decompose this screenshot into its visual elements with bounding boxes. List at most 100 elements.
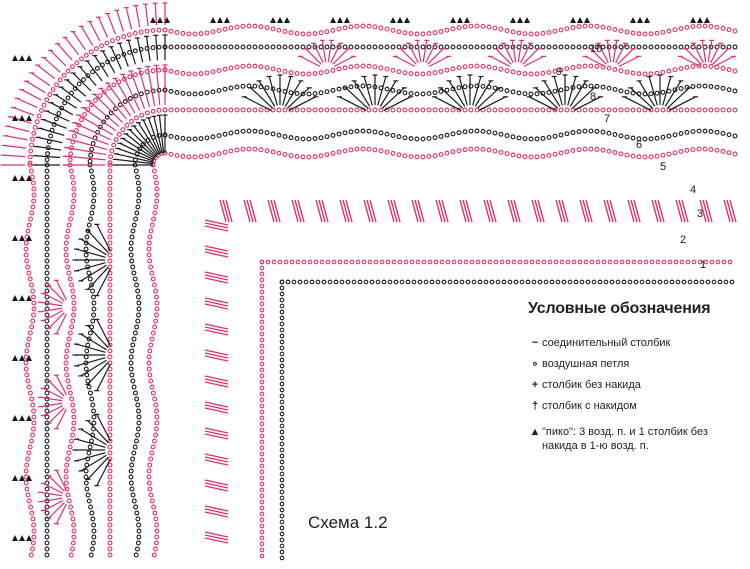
chain-stitch-mark [128, 360, 134, 366]
stitch-mark [543, 80, 561, 107]
chain-stitch-mark [259, 331, 265, 337]
chain-stitch-mark [44, 276, 50, 282]
chain-stitch-mark [70, 432, 76, 438]
chain-stitch-mark [462, 44, 468, 50]
row-number: 9 [556, 66, 562, 78]
chain-stitch-mark [684, 24, 690, 30]
chain-stitch-mark [210, 69, 216, 75]
chain-stitch-mark [71, 300, 77, 306]
stitch-mark [489, 55, 511, 67]
chain-stitch-mark [128, 240, 134, 246]
chain-stitch-mark [420, 44, 426, 50]
stitch-mark [345, 199, 353, 223]
chain-stitch-mark [438, 134, 444, 139]
chain-stitch-mark [732, 107, 738, 113]
chain-stitch-mark [642, 154, 648, 160]
chain-stitch-mark [529, 259, 535, 265]
chain-stitch-mark [421, 259, 427, 265]
chain-stitch-mark [474, 146, 480, 152]
chain-stitch-mark [279, 291, 285, 297]
chain-stitch-mark [294, 136, 300, 141]
chain-stitch-mark [492, 130, 498, 136]
chain-stitch-mark [279, 303, 285, 309]
stitch-mark [204, 329, 229, 336]
chain-stitch-mark [44, 450, 50, 456]
chain-stitch-mark [69, 546, 75, 552]
chain-stitch-mark [30, 174, 35, 180]
chain-stitch-mark [312, 107, 318, 113]
chain-stitch-mark [432, 70, 438, 76]
chain-stitch-mark [372, 129, 378, 135]
chain-stitch-mark [393, 279, 399, 285]
chain-stitch-mark [288, 30, 294, 36]
chain-stitch-mark [732, 133, 738, 139]
stitch-mark [662, 76, 672, 106]
chain-stitch-mark [132, 330, 138, 336]
chain-stitch-mark [510, 107, 516, 113]
stitch-mark [681, 199, 689, 223]
chain-stitch-mark [44, 516, 50, 522]
chain-stitch-mark [726, 107, 732, 113]
stitch-mark [297, 199, 305, 223]
chain-stitch-mark [648, 91, 654, 97]
chain-stitch-mark [129, 486, 135, 492]
chain-stitch-mark [414, 71, 420, 77]
chain-stitch-mark [468, 83, 474, 89]
chain-stitch-mark [403, 259, 409, 265]
stitch-mark [40, 127, 65, 136]
chain-stitch-mark [627, 279, 633, 285]
chain-stitch-mark [91, 300, 97, 306]
chain-stitch-mark [222, 66, 228, 72]
chain-stitch-mark [107, 240, 113, 246]
chain-stitch-mark [154, 186, 160, 192]
chain-stitch-mark [480, 146, 486, 152]
chain-stitch-mark [27, 444, 33, 450]
chain-stitch-mark [702, 146, 708, 152]
chain-stitch-mark [259, 421, 265, 427]
stitch-mark [246, 199, 254, 223]
chain-stitch-mark [63, 480, 69, 486]
chain-stitch-mark [84, 348, 90, 354]
chain-stitch-mark [666, 133, 672, 139]
chain-stitch-mark [88, 49, 94, 55]
stitch-mark [60, 86, 82, 103]
stitch-mark [204, 427, 229, 434]
picot-icon [26, 55, 32, 61]
chain-stitch-mark [133, 72, 138, 78]
stitch-mark [42, 292, 64, 304]
chain-stitch-mark [66, 384, 72, 390]
chain-stitch-mark [336, 149, 342, 155]
chain-stitch-mark [134, 438, 139, 444]
stitch-mark [48, 312, 65, 329]
chain-stitch-mark [259, 445, 265, 451]
chain-stitch-mark [546, 69, 552, 75]
stitch-mark [35, 155, 61, 159]
chain-stitch-mark [153, 516, 159, 522]
stitch-mark [48, 285, 65, 302]
chain-stitch-mark [107, 444, 113, 450]
chain-stitch-mark [70, 204, 76, 210]
chain-stitch-mark [24, 372, 30, 378]
chain-stitch-mark [696, 146, 702, 152]
picot-icon [12, 55, 18, 61]
chain-stitch-mark [528, 31, 534, 37]
chain-stitch-mark [240, 23, 246, 29]
chain-stitch-mark [648, 136, 654, 142]
chain-stitch-mark [210, 89, 216, 95]
chain-stitch-mark [426, 107, 432, 113]
chain-stitch-mark [259, 277, 265, 283]
chain-stitch-mark [661, 259, 667, 265]
chain-stitch-mark [342, 107, 348, 113]
chain-stitch-mark [44, 474, 50, 480]
chain-stitch-mark [318, 70, 324, 76]
chain-stitch-mark [246, 63, 252, 69]
chain-stitch-mark [130, 228, 136, 234]
chain-stitch-mark [64, 462, 70, 468]
chain-stitch-mark [186, 44, 192, 50]
legend: Условные обозначения ~соединительный сто… [528, 300, 743, 460]
chain-stitch-mark [259, 289, 265, 295]
picot-icon [517, 17, 523, 23]
chain-stitch-mark [136, 300, 142, 306]
chain-stitch-mark [552, 44, 558, 50]
stitch-mark [597, 42, 609, 64]
